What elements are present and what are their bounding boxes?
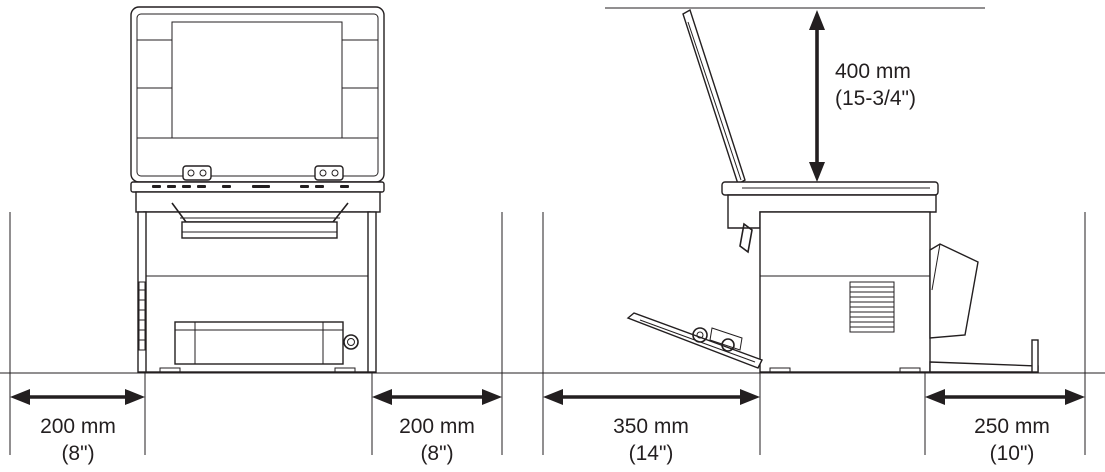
front-left-mm-label: 200 mm <box>40 415 116 438</box>
top-inch-label: (15-3/4") <box>835 87 916 110</box>
dimension-arrow-front-left <box>10 389 145 405</box>
side-right-mm-label: 250 mm <box>974 415 1050 438</box>
side-right-inch-label: (10") <box>990 442 1035 465</box>
printer-front-view <box>130 6 385 374</box>
front-left-inch-label: (8") <box>61 442 94 465</box>
top-mm-label: 400 mm <box>835 60 911 83</box>
side-left-mm-label: 350 mm <box>613 415 689 438</box>
dimension-arrow-front-right <box>372 389 502 405</box>
dimension-arrow-side-left <box>543 389 760 405</box>
dimension-arrow-side-right <box>925 389 1085 405</box>
front-right-inch-label: (8") <box>420 442 453 465</box>
front-right-mm-label: 200 mm <box>399 415 475 438</box>
side-left-inch-label: (14") <box>629 442 674 465</box>
printer-side-view <box>626 8 1039 374</box>
reference-lines <box>9 7 1086 455</box>
dimension-arrow-top <box>809 10 825 182</box>
